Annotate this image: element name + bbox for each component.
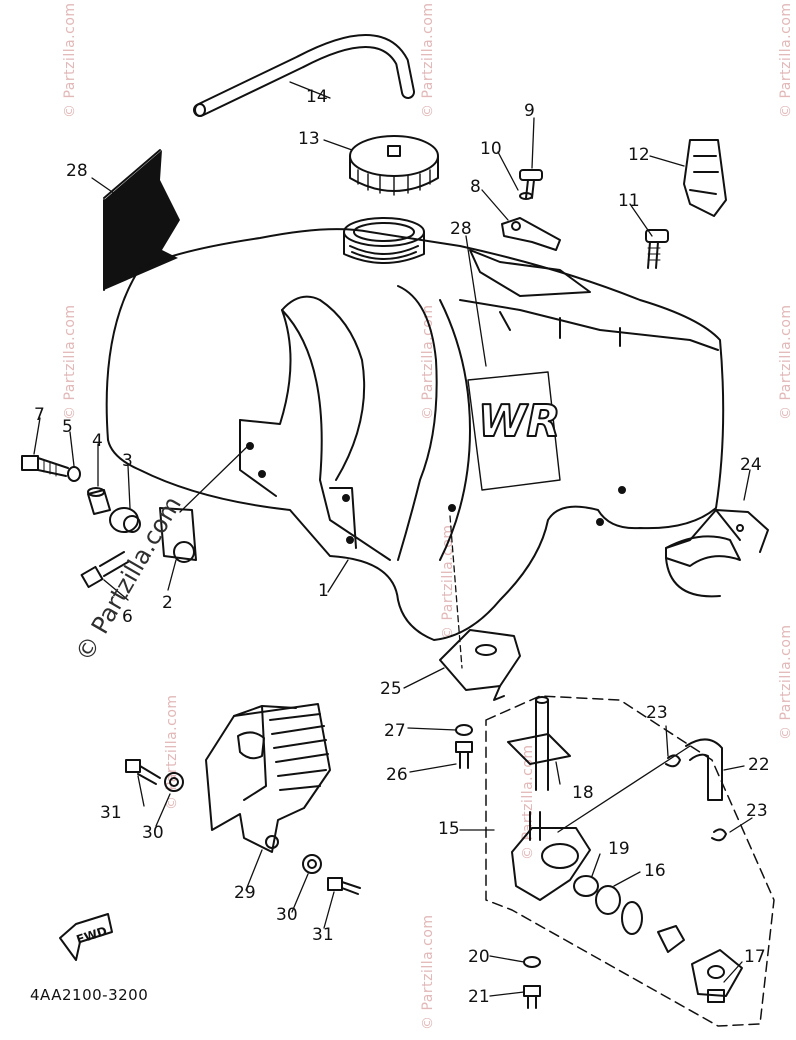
callout-15: 15 — [438, 819, 460, 839]
bracket-25 — [439, 629, 521, 701]
gasket-16 — [595, 885, 621, 915]
bolt-11 — [645, 229, 669, 269]
callout-9: 9 — [524, 101, 535, 121]
fuel-cock-group-outline — [485, 695, 775, 1027]
bolt-31a — [125, 759, 161, 785]
callout-13: 13 — [298, 129, 320, 149]
callout-21: 21 — [468, 987, 490, 1007]
leader-lines — [33, 81, 753, 997]
callout-22: 22 — [748, 755, 770, 775]
wr-logo: WR — [467, 371, 561, 491]
callout-1: 1 — [318, 581, 329, 601]
grommet-3 — [109, 507, 141, 533]
callout-26: 26 — [386, 765, 408, 785]
bolt-31b — [327, 877, 361, 895]
callout-23a: 23 — [646, 703, 668, 723]
callout-18: 18 — [572, 783, 594, 803]
o-ring-19 — [573, 875, 599, 897]
callout-19: 19 — [608, 839, 630, 859]
callout-4: 4 — [92, 431, 103, 451]
clip-23b — [711, 828, 727, 842]
callout-7: 7 — [34, 405, 45, 425]
callout-17: 17 — [744, 947, 766, 967]
callout-16: 16 — [644, 861, 666, 881]
callout-14: 14 — [306, 87, 328, 107]
nut-30a — [164, 772, 184, 792]
washer-5 — [67, 466, 81, 482]
clip-23a — [665, 754, 681, 768]
callout-6: 6 — [122, 607, 133, 627]
decal-sheet — [103, 149, 180, 291]
callout-27: 27 — [384, 721, 406, 741]
callout-29: 29 — [234, 883, 256, 903]
callout-23b: 23 — [746, 801, 768, 821]
bolt-6 — [80, 551, 129, 589]
filter-screen-18 — [507, 733, 571, 765]
callout-11: 11 — [618, 191, 640, 211]
callout-5: 5 — [62, 417, 73, 437]
screw-21 — [523, 985, 541, 1009]
breather-hose — [193, 34, 415, 117]
bolt-7 — [21, 455, 69, 477]
fuel-cap — [349, 135, 439, 196]
callout-28b: 28 — [450, 219, 472, 239]
damper-12 — [683, 139, 727, 217]
callout-31a: 31 — [100, 803, 122, 823]
callout-30b: 30 — [276, 905, 298, 925]
bolt-26 — [455, 741, 473, 769]
fwd-label: FWD — [75, 924, 109, 947]
bracket-2 — [159, 507, 197, 563]
callout-3: 3 — [122, 451, 133, 471]
collar-4 — [87, 487, 111, 515]
callout-30a: 30 — [142, 823, 164, 843]
fwd-arrow — [59, 913, 113, 961]
nut-30b — [302, 854, 322, 874]
fuel-cock-15 — [511, 696, 591, 901]
callout-2: 2 — [162, 593, 173, 613]
callout-24: 24 — [740, 455, 762, 475]
diagram-code: 4AA2100-3200 — [30, 986, 149, 1004]
callout-31b: 31 — [312, 925, 334, 945]
callout-20: 20 — [468, 947, 490, 967]
heat-protector-29 — [205, 703, 331, 853]
callout-8: 8 — [470, 177, 481, 197]
cover-17 — [691, 949, 743, 1003]
damper-24 — [665, 509, 769, 598]
fuel-tank — [105, 217, 725, 641]
washer-27 — [455, 724, 473, 736]
bracket-8 — [501, 217, 561, 251]
washer-10 — [519, 192, 533, 200]
callout-28a: 28 — [66, 161, 88, 181]
diaphragm — [621, 901, 685, 953]
callout-25: 25 — [380, 679, 402, 699]
fuel-hose-22 — [685, 738, 723, 801]
callout-10: 10 — [480, 139, 502, 159]
washer-20 — [523, 956, 541, 968]
logo-text: WR — [478, 396, 560, 447]
callout-12: 12 — [628, 145, 650, 165]
